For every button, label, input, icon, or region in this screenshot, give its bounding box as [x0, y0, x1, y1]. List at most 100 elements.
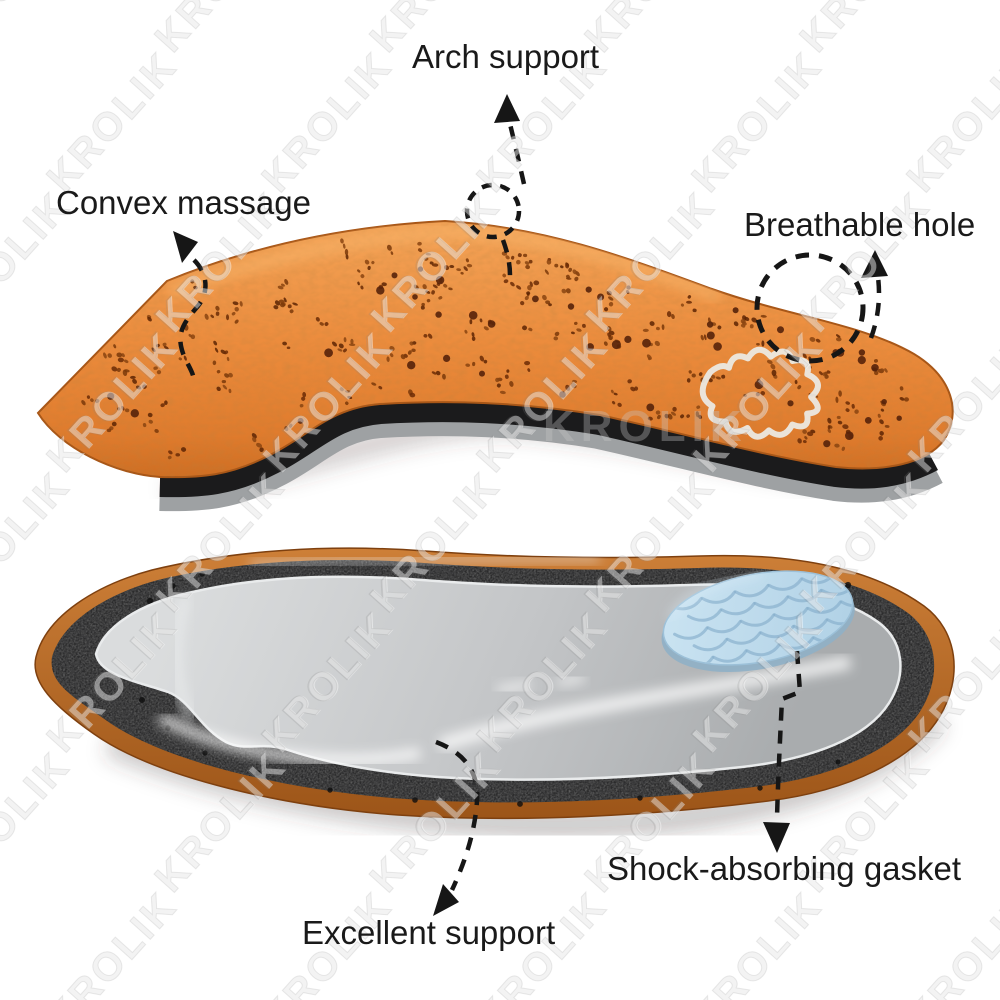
- perforation-hole: [214, 347, 219, 353]
- perforation-hole: [554, 263, 559, 268]
- perforation-hole: [570, 331, 575, 335]
- perforation-hole: [345, 253, 349, 260]
- perforation-hole: [228, 388, 232, 394]
- perforation-hole: [224, 373, 230, 378]
- perforation-hole: [289, 309, 294, 314]
- perforation-hole: [696, 405, 701, 409]
- gel-pad-wave: [787, 588, 823, 603]
- perforation-hole: [364, 259, 370, 265]
- perforation-hole-large: [586, 343, 594, 351]
- perforation-hole: [212, 360, 217, 366]
- perforation-hole: [438, 296, 443, 300]
- perforation-hole: [342, 243, 346, 249]
- perforation-hole: [751, 317, 757, 323]
- arch-support-arrow: [506, 119, 527, 185]
- breathable-hole-arrow: [868, 269, 882, 339]
- perforation-hole: [417, 248, 423, 253]
- perforation-hole: [647, 357, 651, 361]
- perforation-hole: [216, 386, 221, 392]
- perforation-hole: [154, 428, 159, 433]
- perforation-hole: [899, 386, 904, 391]
- perforation-hole: [610, 389, 614, 394]
- perforation-hole: [611, 400, 616, 405]
- perforation-hole: [802, 440, 807, 444]
- perforation-hole: [130, 375, 136, 379]
- perforation-hole: [873, 359, 878, 363]
- perforation-hole: [672, 406, 677, 412]
- perforation-hole-large: [130, 409, 139, 418]
- perforation-hole: [572, 269, 578, 275]
- perforation-hole: [279, 302, 286, 308]
- perforation-hole: [667, 413, 673, 420]
- perforation-hole: [163, 345, 169, 350]
- arch-support-circle: [464, 182, 522, 240]
- perforation-hole: [465, 258, 469, 263]
- perforation-hole: [568, 267, 573, 273]
- perforation-hole: [655, 326, 660, 331]
- perforation-hole: [524, 261, 530, 265]
- perforation-hole: [733, 321, 739, 327]
- perforation-hole: [526, 291, 531, 296]
- perforation-hole: [479, 355, 485, 362]
- perforation-hole: [743, 394, 747, 398]
- perforation-hole: [190, 279, 195, 284]
- perforation-hole: [226, 314, 230, 321]
- perforation-hole: [520, 300, 525, 306]
- perforation-hole: [606, 290, 612, 296]
- perforation-hole: [695, 411, 700, 418]
- perforation-hole: [117, 357, 124, 363]
- perforation-hole: [367, 265, 371, 271]
- foam-hole: [757, 785, 763, 791]
- perforation-hole-large: [754, 380, 764, 390]
- perforation-hole: [301, 396, 306, 401]
- perforation-hole: [232, 301, 239, 306]
- perforation-hole: [147, 316, 152, 322]
- perforation-hole: [121, 405, 125, 411]
- gel-pad-wave: [712, 649, 748, 663]
- perforation-hole: [522, 253, 528, 258]
- perforation-hole: [687, 295, 692, 299]
- perforation-hole: [879, 368, 885, 373]
- perforation-hole: [226, 356, 230, 362]
- perforation-hole: [517, 253, 522, 258]
- perforation-hole-large: [324, 348, 333, 358]
- gel-pad-wave: [839, 593, 860, 608]
- perforation-hole: [360, 274, 365, 279]
- shock-absorbing-gel-pad: [661, 564, 860, 673]
- perforation-hole-large: [412, 294, 418, 300]
- perforation-hole: [835, 396, 839, 404]
- perforation-hole: [834, 443, 840, 448]
- gel-pad-wave: [778, 636, 815, 650]
- perforation-hole: [284, 426, 289, 432]
- perforation-hole: [608, 296, 614, 301]
- gel-pad-wave: [725, 631, 762, 645]
- perforation-hole: [175, 453, 181, 457]
- perforation-hole: [680, 303, 685, 307]
- perforation-hole: [565, 262, 570, 269]
- perforation-hole: [766, 359, 773, 364]
- perforation-hole: [344, 390, 351, 393]
- perforation-hole: [411, 348, 416, 353]
- perforation-hole: [561, 288, 567, 294]
- perforation-hole: [603, 307, 609, 312]
- label-breathable-hole: Breathable hole: [744, 206, 976, 243]
- perforation-hole: [135, 385, 142, 390]
- perforation-hole: [472, 361, 476, 367]
- perforation-hole: [838, 390, 842, 397]
- perforation-hole: [371, 382, 377, 386]
- perforation-hole: [167, 455, 172, 460]
- perforation-hole: [516, 285, 522, 290]
- perforation-hole: [90, 398, 94, 403]
- perforation-hole-large: [642, 338, 651, 348]
- perforation-hole: [427, 333, 433, 339]
- perforation-hole-large: [407, 361, 416, 370]
- perforation-hole: [463, 266, 468, 272]
- perforation-hole: [576, 328, 582, 332]
- foam-hole: [517, 801, 523, 807]
- perforation-hole: [826, 370, 831, 374]
- perforation-hole: [231, 311, 236, 316]
- perforation-hole: [378, 385, 383, 390]
- perforation-hole: [432, 284, 438, 289]
- foam-hole: [835, 759, 841, 765]
